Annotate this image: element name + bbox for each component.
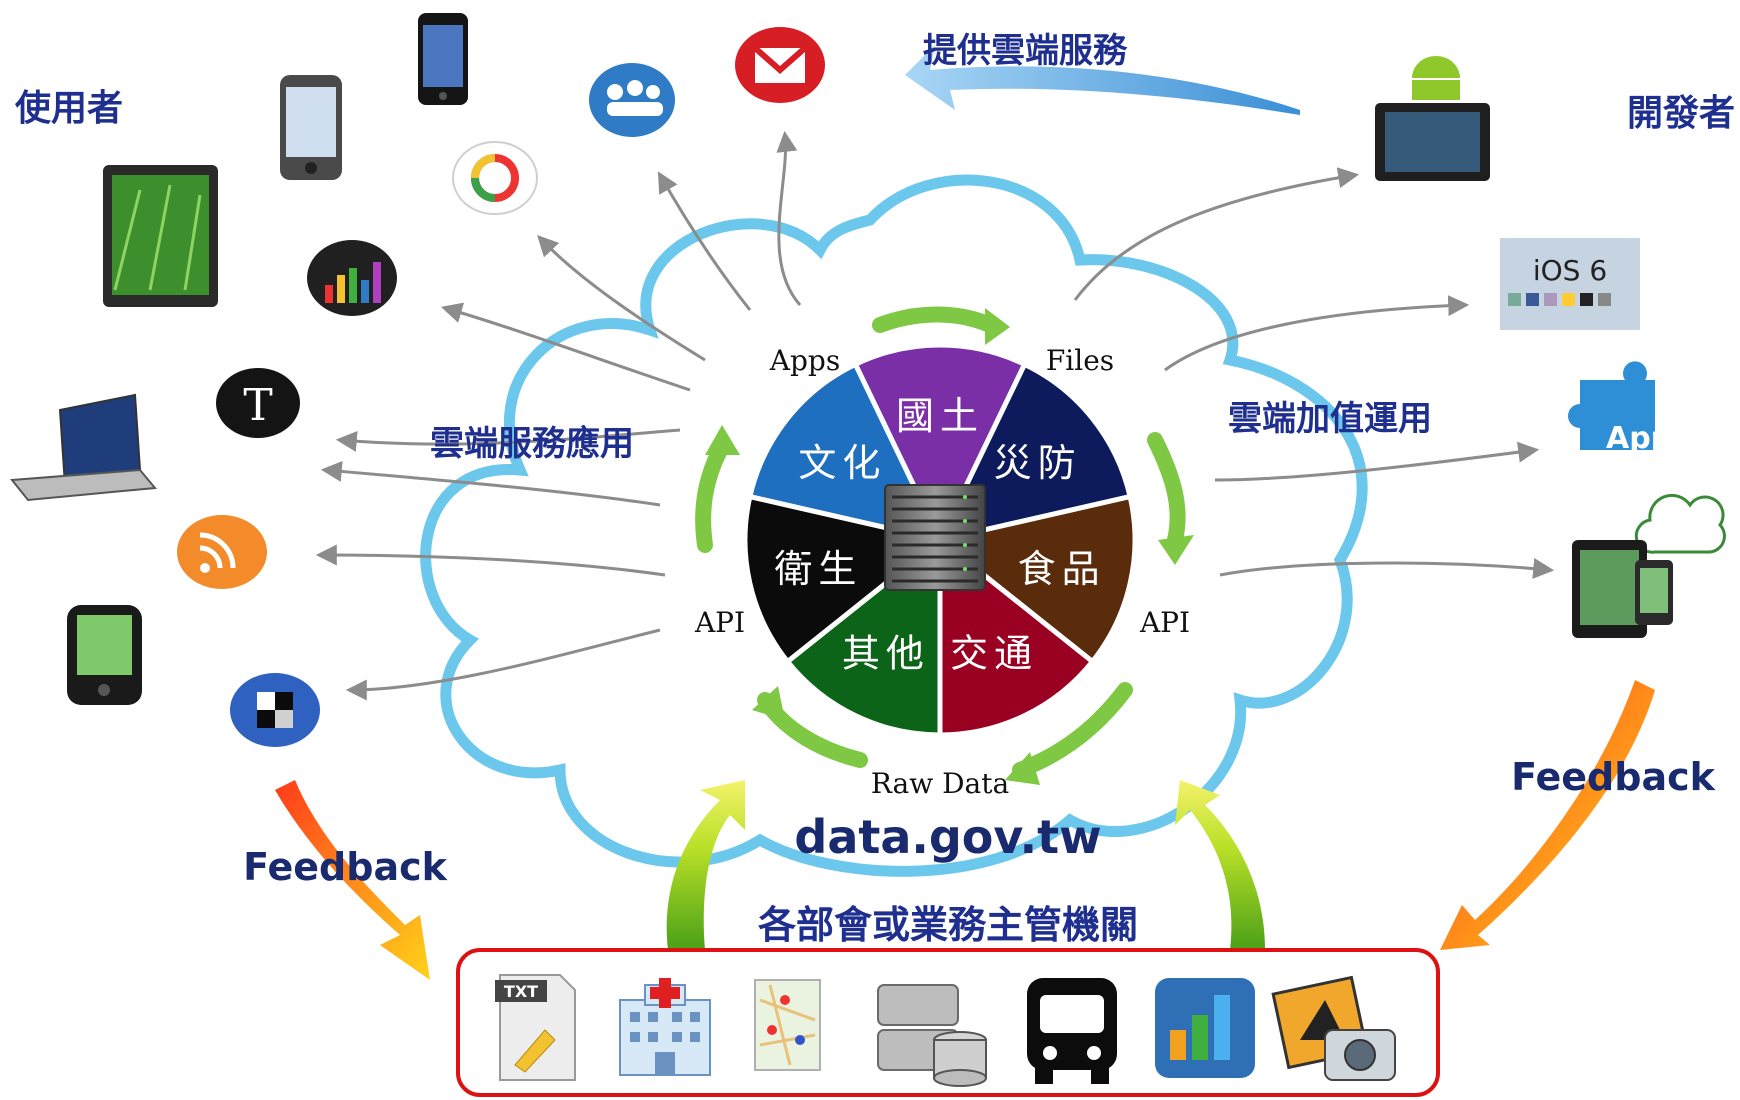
typepad-icon: T: [216, 368, 300, 438]
cycle-arrowheads: [705, 308, 1194, 785]
iphone-icon: [418, 13, 468, 105]
svg-text:iOS 6: iOS 6: [1533, 254, 1607, 287]
agencies-label: 各部會或業務主管機關: [758, 903, 1138, 947]
server-rack-icon: [884, 484, 986, 591]
photo-camera-icon: [1271, 975, 1396, 1081]
txt-document-icon: TXT: [495, 974, 576, 1081]
wheel-wedge-label: 災防: [994, 441, 1082, 485]
wheel-wedge-label: 食品: [1018, 547, 1106, 591]
ring-label-api-right: API: [1139, 606, 1190, 639]
wheel-wedge-label: 交通: [950, 631, 1038, 675]
agency-frame: [456, 948, 1440, 1097]
svg-text:TXT: TXT: [504, 982, 538, 1001]
delicious-icon: [230, 673, 320, 747]
upload-arrow-left: [666, 780, 745, 950]
wheel-wedge-label: 其他: [842, 631, 930, 675]
chart-app-icon: [1155, 978, 1255, 1078]
provide-services-arrow: [905, 45, 1300, 115]
ios-badge-icon: iOS 6: [1500, 238, 1640, 330]
map-icon: [754, 979, 821, 1071]
service-arrows-right: [1073, 167, 1555, 579]
ring-label-raw-data: Raw Data: [871, 767, 1009, 800]
wheel-wedge-label: 國土: [896, 394, 984, 438]
upload-arrow-right: [1175, 780, 1265, 950]
wheel-wedge: [935, 360, 1134, 544]
bus-icon: [1027, 978, 1117, 1084]
feedback-left-label: Feedback: [243, 845, 448, 889]
tablet-device-icon: [103, 165, 218, 307]
wheel-wedge: [934, 493, 1138, 666]
users-label: 使用者: [15, 88, 123, 129]
gmail-icon: [735, 27, 825, 103]
myspace-icon: [589, 63, 675, 137]
service-arrows-left: [315, 130, 802, 701]
svg-text:Apps: Apps: [1606, 421, 1690, 456]
wheel-wedge: [852, 342, 1028, 546]
wheel-wedge-label: 文化: [798, 441, 886, 485]
feedback-right-label: Feedback: [1511, 755, 1716, 799]
site-label: data.gov.tw: [794, 810, 1101, 864]
apps-puzzle-icon: Apps: [1568, 361, 1690, 456]
storage-database-icon: [877, 984, 987, 1087]
developers-label: 開發者: [1627, 93, 1735, 134]
ring-label-files: Files: [1046, 344, 1114, 377]
pda-device-icon: [67, 605, 142, 705]
music-equalizer-icon: [307, 240, 397, 316]
ring-label-apps: Apps: [769, 344, 840, 377]
hospital-icon: [619, 978, 711, 1076]
provide-cloud-services-label: 提供雲端服務: [923, 31, 1128, 71]
sync-devices-icon: [1572, 494, 1726, 638]
laptop-icon: [10, 393, 157, 502]
cloud-value-added-label: 雲端加值運用: [1228, 399, 1432, 439]
rss-feed-icon: [177, 515, 267, 589]
android-tablet-icon: [1375, 56, 1490, 181]
ring-label-api-left: API: [694, 606, 745, 639]
feedback-arrow-right: [1440, 680, 1655, 950]
smartphone-touch-icon: [280, 75, 342, 180]
feedback-arrow-left: [275, 780, 430, 980]
wheel-wedge-label: 衛生: [774, 547, 862, 591]
cloud-service-apps-label: 雲端服務應用: [430, 424, 634, 464]
picasa-icon: [452, 141, 538, 215]
svg-text:T: T: [243, 380, 272, 431]
cloud-outline: [420, 174, 1368, 877]
